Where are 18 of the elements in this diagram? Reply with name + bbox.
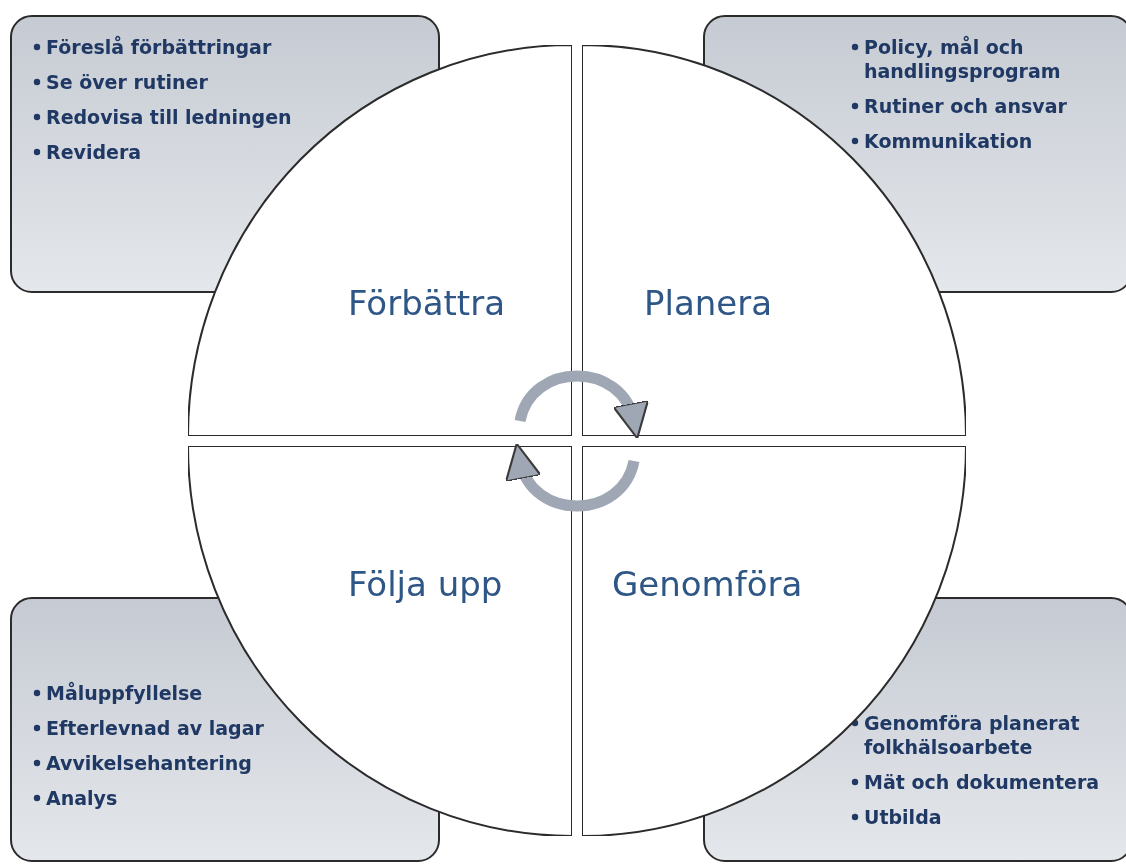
bullet-item: Måluppfyllelse xyxy=(46,681,204,705)
bullet-item: Rutiner och ansvar xyxy=(864,94,1068,118)
bullet-item: Analys xyxy=(46,786,119,810)
phase-label: Planera xyxy=(644,283,773,323)
bullet-item: Policy, mål och handlingsprogram xyxy=(864,35,1062,83)
bullet-item: Kommunikation xyxy=(864,129,1034,153)
bullet-item: Revidera xyxy=(46,140,143,164)
phase-label: Genomföra xyxy=(612,564,803,604)
bullet-item: Redovisa till ledningen xyxy=(46,105,293,129)
bullet-item: Mät och dokumentera xyxy=(864,770,1101,794)
bullet-item: Utbilda xyxy=(864,805,943,829)
bullet-item: Se över rutiner xyxy=(46,70,209,94)
bullet-item: Avvikelsehantering xyxy=(46,751,253,775)
bullet-item: Genomföra planerat folkhälsoarbete xyxy=(864,711,1081,759)
bullet-item: Föreslå förbättringar xyxy=(46,35,273,59)
phase-label: Följa upp xyxy=(348,564,503,604)
bullet-item: Efterlevnad av lagar xyxy=(46,716,265,740)
phase-label: Förbättra xyxy=(348,283,506,323)
